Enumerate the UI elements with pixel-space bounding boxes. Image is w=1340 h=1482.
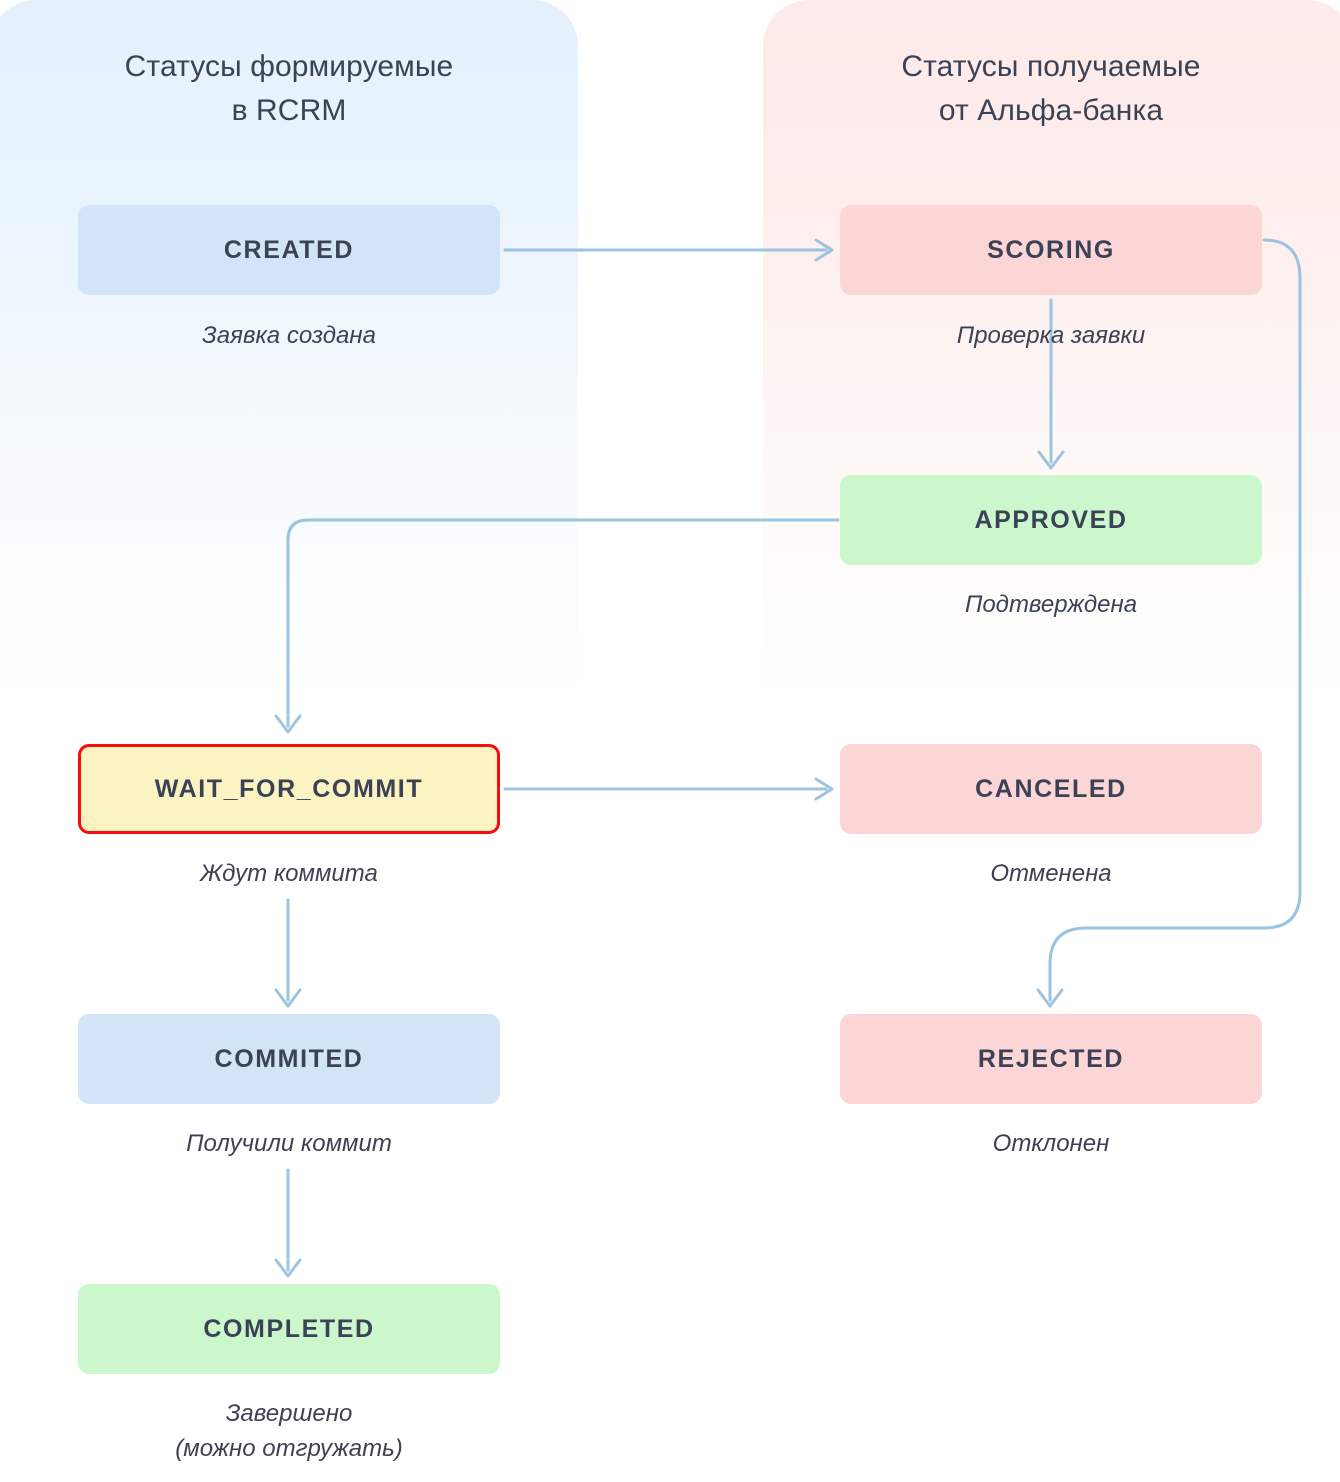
status-label-scoring: SCORING xyxy=(987,235,1115,264)
status-label-created: CREATED xyxy=(223,235,355,264)
status-caption-rejected: Отклонен xyxy=(992,1130,1110,1157)
status-node-scoring[interactable]: SCORING xyxy=(840,205,1262,295)
status-node-created[interactable]: CREATED xyxy=(78,205,500,295)
column-title-rcrm: Статусы формируемые в RCRM xyxy=(124,50,454,127)
connector-wait-for-commit-to-commited xyxy=(274,898,302,1008)
status-caption-wait-for-commit: Ждут коммита xyxy=(200,860,378,887)
status-node-commited[interactable]: COMMITED xyxy=(78,1014,500,1104)
status-caption-commited: Получили коммит xyxy=(186,1130,392,1157)
connector-wait-for-commit-to-canceled xyxy=(503,777,834,801)
status-caption-completed: Завершено (можно отгружать) xyxy=(175,1400,403,1462)
status-node-approved[interactable]: APPROVED xyxy=(840,475,1262,565)
connector-commited-to-completed xyxy=(274,1168,302,1278)
status-node-completed[interactable]: COMPLETED xyxy=(78,1284,500,1374)
status-node-rejected[interactable]: REJECTED xyxy=(840,1014,1262,1104)
column-title-alfabank: Статусы получаемые от Альфа-банка xyxy=(901,50,1201,127)
status-label-commited: COMMITED xyxy=(214,1044,364,1073)
status-caption-created: Заявка создана xyxy=(202,322,376,349)
status-caption-canceled: Отменена xyxy=(990,860,1112,887)
status-node-canceled[interactable]: CANCELED xyxy=(840,744,1262,834)
status-label-canceled: CANCELED xyxy=(975,774,1127,803)
status-label-approved: APPROVED xyxy=(974,505,1128,534)
status-label-rejected: REJECTED xyxy=(977,1044,1125,1073)
status-label-completed: COMPLETED xyxy=(203,1314,375,1343)
status-caption-approved: Подтверждена xyxy=(964,591,1138,618)
status-label-wait-for-commit: WAIT_FOR_COMMIT xyxy=(154,774,424,803)
status-node-wait-for-commit[interactable]: WAIT_FOR_COMMIT xyxy=(78,744,500,834)
status-caption-scoring: Проверка заявки xyxy=(956,322,1146,349)
